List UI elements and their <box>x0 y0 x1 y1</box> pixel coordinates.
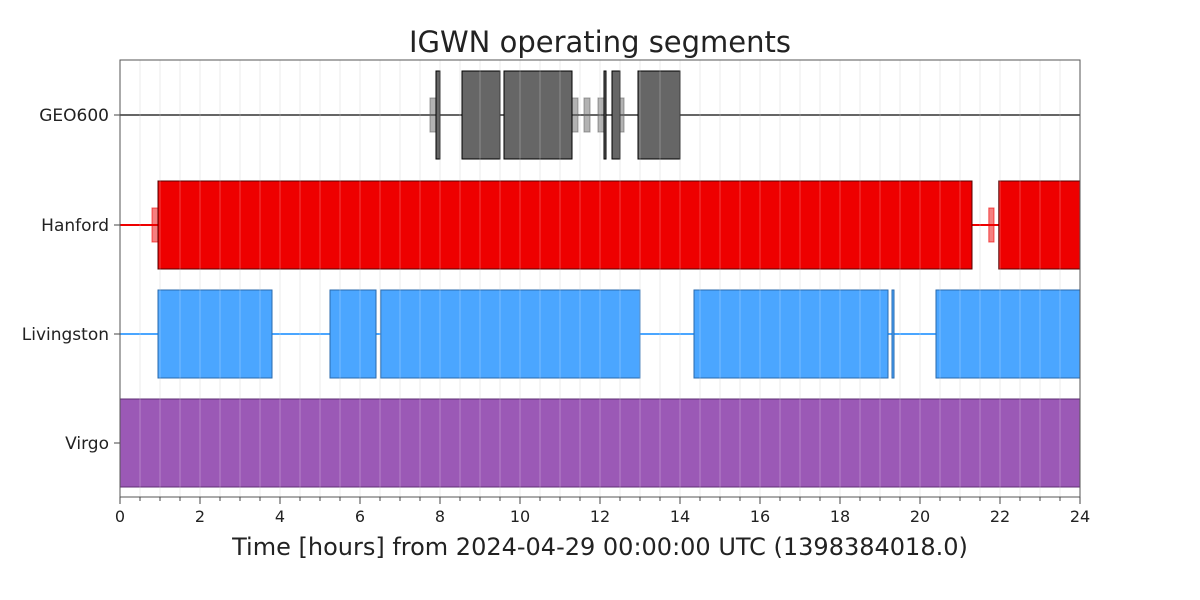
x-tick-label: 0 <box>115 507 125 526</box>
x-tick-label: 18 <box>830 507 850 526</box>
y-tick-label: GEO600 <box>39 106 109 126</box>
flag-segment <box>429 97 437 133</box>
x-tick-label: 22 <box>990 507 1010 526</box>
chart-title: IGWN operating segments <box>409 25 791 59</box>
x-tick-label: 14 <box>670 507 690 526</box>
x-tick-label: 2 <box>195 507 205 526</box>
x-tick-label: 20 <box>910 507 930 526</box>
y-tick-label: Livingston <box>22 325 109 345</box>
x-tick-label: 12 <box>590 507 610 526</box>
x-tick-label: 4 <box>275 507 285 526</box>
flag-segment <box>597 97 605 133</box>
flag-segment <box>988 207 995 243</box>
active-segment <box>891 289 895 379</box>
y-tick-label: Hanford <box>41 216 109 236</box>
active-segment <box>157 289 273 379</box>
x-axis-label: Time [hours] from 2024-04-29 00:00:00 UT… <box>231 533 968 561</box>
y-tick-label: Virgo <box>65 434 109 454</box>
active-segment <box>603 70 607 160</box>
active-segment <box>611 70 621 160</box>
flag-segment <box>619 97 625 133</box>
active-segment <box>329 289 377 379</box>
x-tick-label: 6 <box>355 507 365 526</box>
flag-segment <box>571 97 579 133</box>
x-tick-label: 8 <box>435 507 445 526</box>
x-tick-label: 24 <box>1070 507 1090 526</box>
active-segment <box>693 289 889 379</box>
active-segment <box>998 180 1081 270</box>
active-segment <box>435 70 441 160</box>
flag-segment <box>151 207 159 243</box>
active-segment <box>157 180 973 270</box>
active-segment <box>935 289 1081 379</box>
active-segment <box>637 70 681 160</box>
active-segment <box>461 70 501 160</box>
x-tick-label: 10 <box>510 507 530 526</box>
x-tick-label: 16 <box>750 507 770 526</box>
active-segment <box>503 70 573 160</box>
flag-segment <box>583 97 591 133</box>
active-segment <box>380 289 641 379</box>
